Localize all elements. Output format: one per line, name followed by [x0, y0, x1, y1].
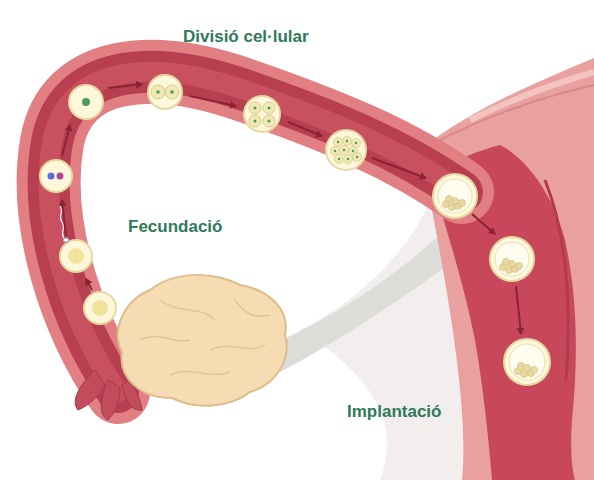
- uterus-highlight: [470, 72, 594, 120]
- ovarian-ligament: [270, 235, 452, 372]
- two-cell-stage: [148, 75, 182, 109]
- four-cell-stage: [244, 96, 280, 132]
- cell-stages: [40, 75, 550, 385]
- ovary-folds: [140, 300, 270, 375]
- stage-label: Fecundació: [128, 217, 222, 237]
- uterus-muscle-line: [440, 85, 594, 140]
- blastocyst: [433, 174, 477, 218]
- zygote-pronuclei: [40, 160, 72, 192]
- uterus-wall: [420, 58, 594, 480]
- morula: [326, 130, 366, 170]
- oocyte: [84, 292, 116, 324]
- zygote: [69, 85, 103, 119]
- endometrium-edge: [545, 180, 568, 380]
- uterine-cavity: [428, 145, 576, 480]
- oocyte-with-sperm: [60, 206, 92, 272]
- movement-arrows: [62, 84, 521, 334]
- stage-label: Divisió cel·lular: [183, 27, 309, 47]
- blastocyst-implanting: [504, 339, 550, 385]
- blastocyst-hatching: [490, 237, 534, 281]
- ovary: [118, 275, 287, 406]
- stage-label: Implantació: [347, 402, 441, 422]
